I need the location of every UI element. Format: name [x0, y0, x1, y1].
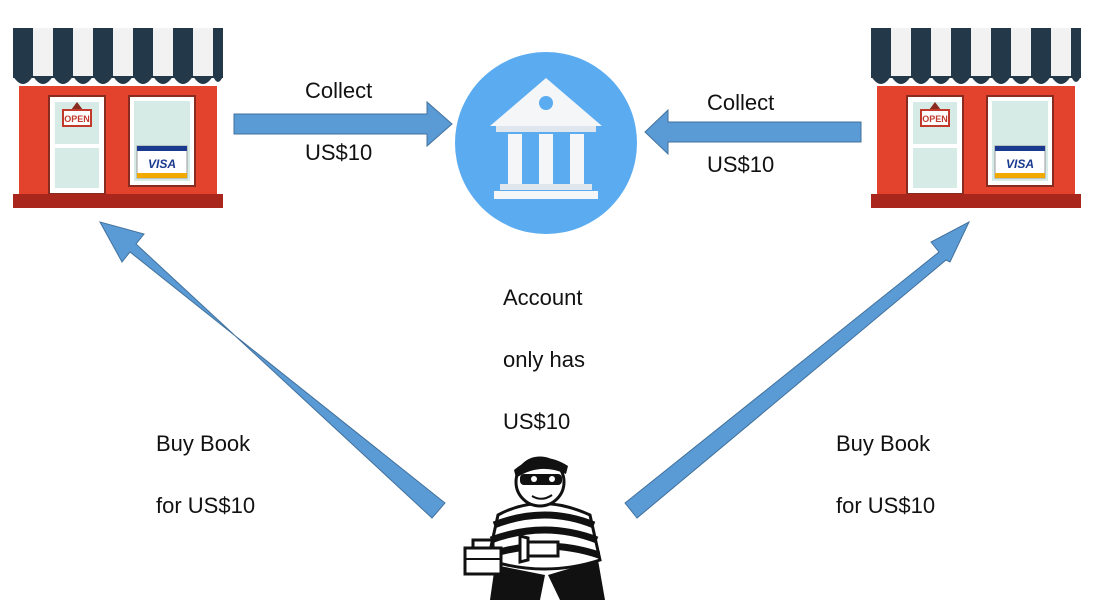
collect-label-left-line-1: Collect	[305, 78, 373, 103]
account-balance-label: Account only has US$10	[503, 251, 585, 468]
collect-label-left: Collect US$10	[305, 44, 372, 199]
account-label-line-1: Account	[503, 285, 583, 310]
store-right: OPEN VISA	[870, 27, 1082, 209]
open-sign-text: OPEN	[64, 114, 90, 124]
open-sign-icon: OPEN	[62, 102, 92, 127]
account-label-line-2: only has	[503, 347, 585, 372]
collect-label-right-line-2: US$10	[707, 152, 775, 177]
collect-label-left-line-2: US$10	[305, 140, 373, 165]
buy-book-right-line-2: for US$10	[836, 493, 936, 518]
collect-label-right-line-1: Collect	[707, 90, 775, 115]
visa-card-icon: VISA	[136, 145, 188, 179]
visa-card-icon: VISA	[994, 145, 1046, 179]
visa-card-text: VISA	[148, 157, 176, 171]
buy-book-right-line-1: Buy Book	[836, 431, 931, 456]
bank-icon	[455, 52, 637, 234]
thief-icon	[462, 450, 608, 601]
buy-book-label-right: Buy Book for US$10	[836, 397, 935, 552]
account-label-line-3: US$10	[503, 409, 571, 434]
buy-book-left-line-1: Buy Book	[156, 431, 251, 456]
buy-book-left-line-2: for US$10	[156, 493, 256, 518]
arrow-thief-to-store-left	[98, 221, 446, 519]
collect-label-right: Collect US$10	[707, 56, 774, 211]
arrow-thief-to-store-right	[624, 220, 971, 519]
buy-book-label-left: Buy Book for US$10	[156, 397, 255, 552]
store-left: OPEN VISA	[12, 27, 224, 209]
open-sign-text: OPEN	[922, 114, 948, 124]
open-sign-icon: OPEN	[920, 102, 950, 127]
arrow-store-right-to-bank	[644, 108, 862, 156]
arrow-store-left-to-bank	[233, 100, 453, 148]
visa-card-text: VISA	[1006, 157, 1034, 171]
